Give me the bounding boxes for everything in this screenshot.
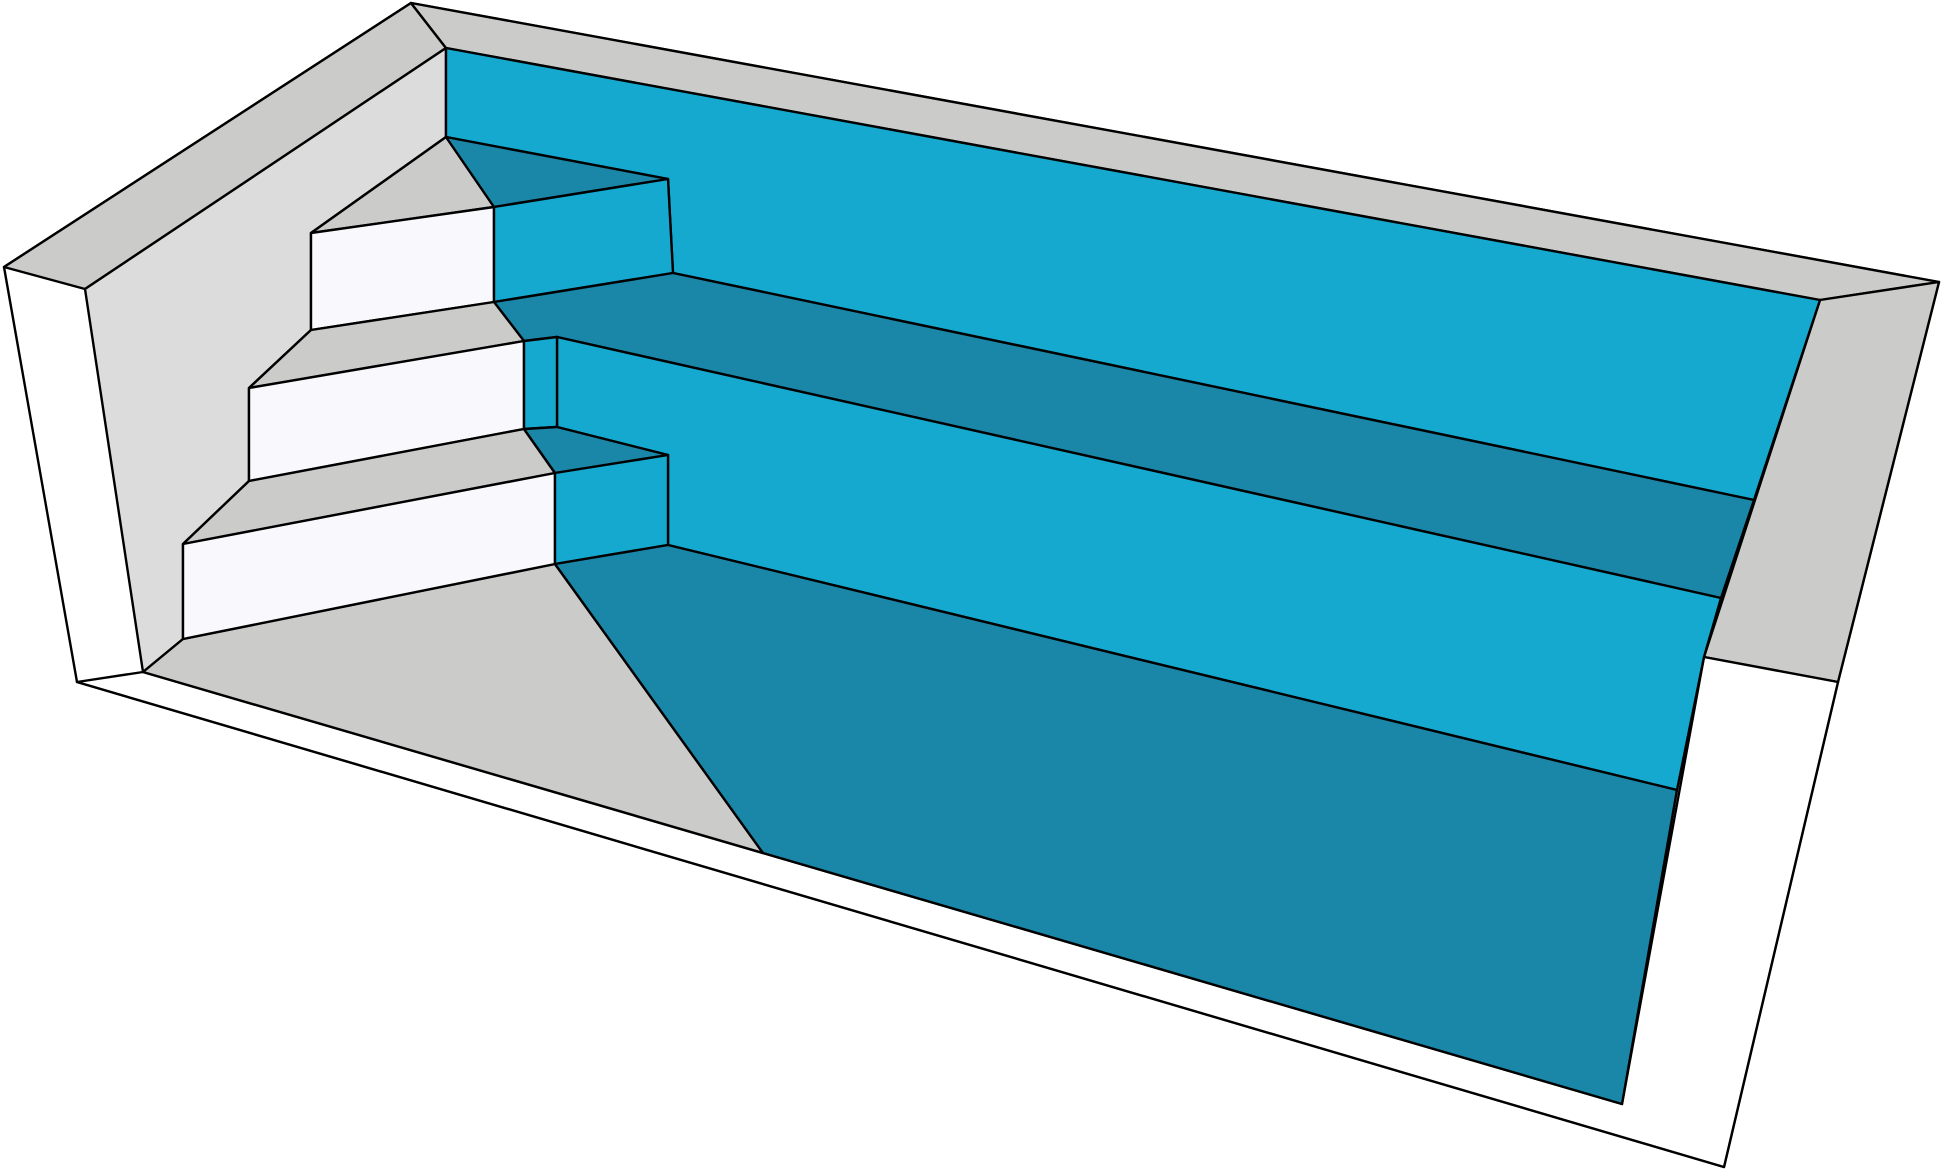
corner-step-3: [309, 135, 675, 332]
pool-floor: [553, 543, 1679, 1106]
corner-step-1: [181, 425, 670, 641]
corner-step-2: [247, 300, 559, 483]
step2-riser-blue: [522, 335, 559, 431]
